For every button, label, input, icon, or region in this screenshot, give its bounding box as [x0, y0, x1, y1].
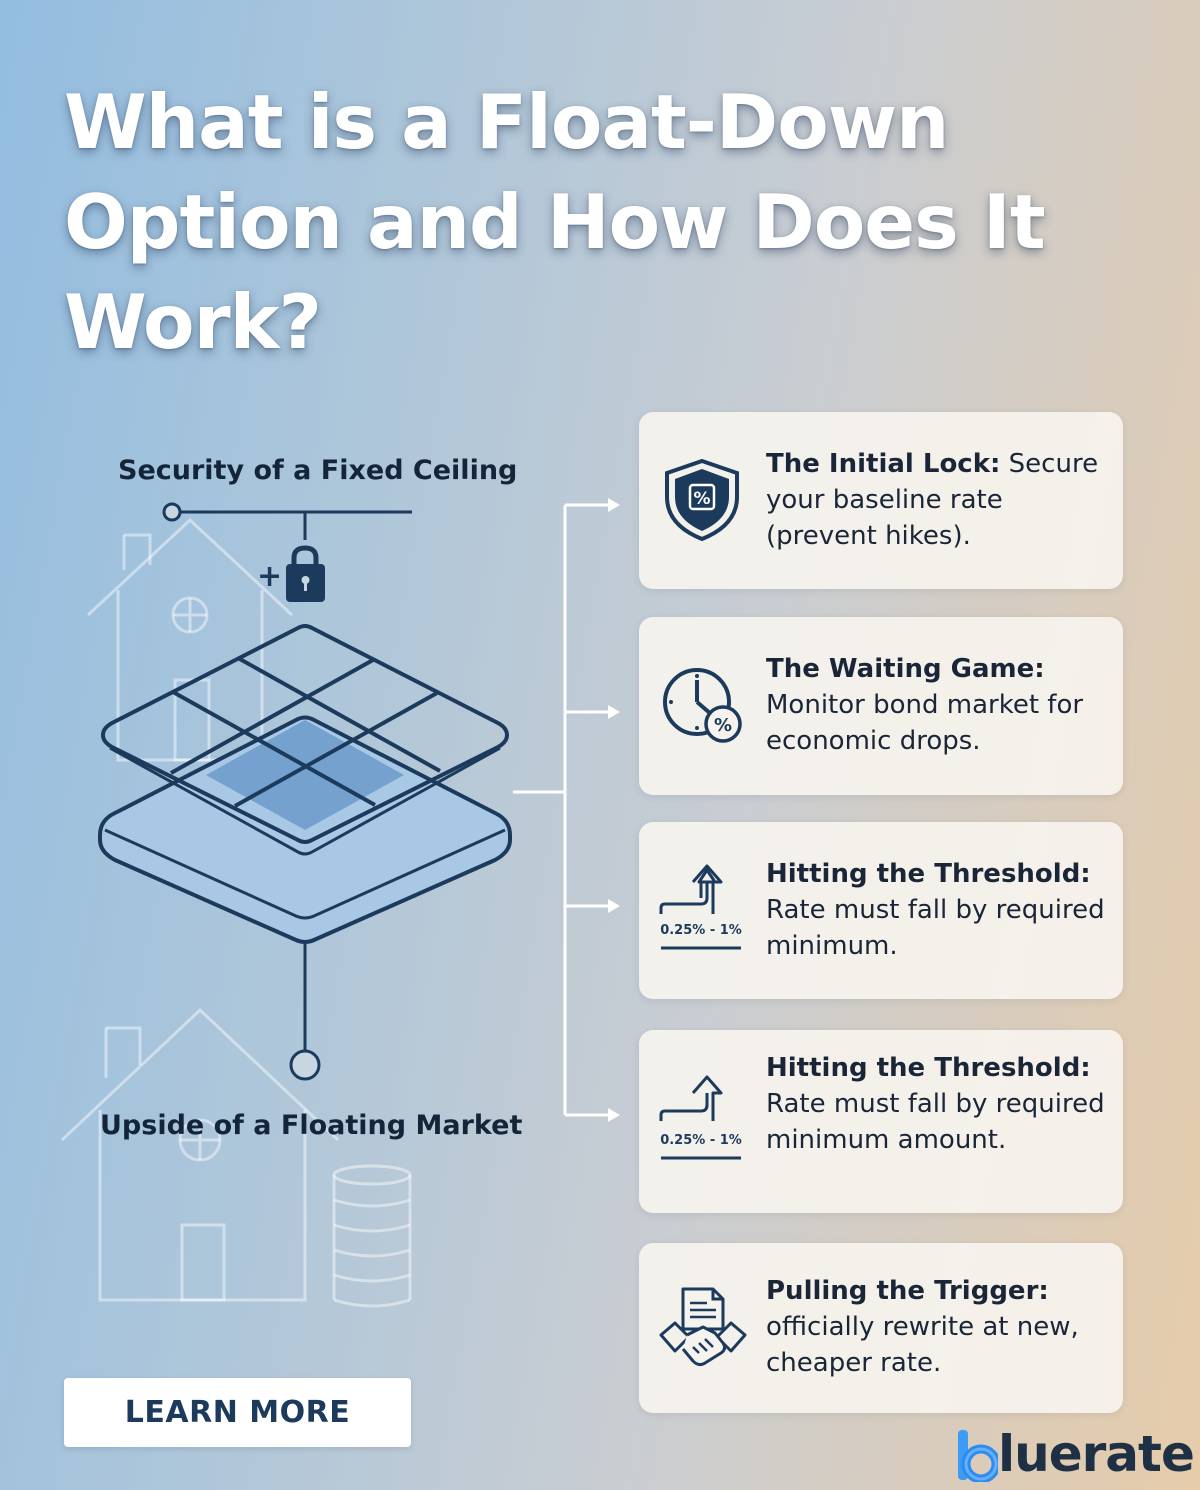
step-card-pulling-trigger: Pulling the Trigger: officially rewrite …: [639, 1243, 1123, 1413]
background-coin-stack-icon: [332, 1164, 412, 1308]
card-connector: [513, 503, 612, 1117]
handshake-document-icon: [659, 1287, 747, 1367]
step-heading: Pulling the Trigger:: [766, 1276, 1049, 1306]
step-text: Pulling the Trigger: officially rewrite …: [766, 1273, 1109, 1381]
step-heading: The Waiting Game:: [766, 654, 1045, 684]
shield-percent-text: %: [693, 489, 710, 509]
page-title: What is a Float-Down Option and How Does…: [64, 78, 1046, 366]
step-card-waiting-game: % The Waiting Game: Monitor bond market …: [639, 617, 1123, 795]
step-heading: The Initial Lock:: [766, 449, 1001, 479]
fixed-ceiling-label: Security of a Fixed Ceiling: [118, 455, 518, 486]
learn-more-button[interactable]: LEARN MORE: [64, 1378, 411, 1447]
logo-b-shape: [958, 1430, 998, 1482]
logo-wordmark: luerate: [998, 1425, 1195, 1483]
ceiling-line: [162, 502, 412, 540]
padlock-icon: [286, 545, 325, 602]
connector-arrowheads: [608, 498, 620, 1122]
threshold-arrow-icon: 0.25% - 1%: [659, 1075, 742, 1160]
step-body: Secure your baseline rate (prevent hikes…: [766, 449, 1099, 551]
step-text: The Initial Lock: Secure your baseline r…: [766, 446, 1109, 554]
step-card-threshold-amount: 0.25% - 1% Hitting the Threshold: Rate m…: [639, 1030, 1123, 1213]
clock-percent-icon: %: [663, 668, 742, 743]
step-body: Rate must fall by required minimum amoun…: [766, 1089, 1105, 1155]
floating-market-label: Upside of a Floating Market: [100, 1110, 523, 1141]
threshold-arrow-icon: 0.25% - 1%: [659, 864, 742, 950]
step-text: The Waiting Game: Monitor bond market fo…: [766, 651, 1109, 759]
clock-percent-text: %: [714, 715, 732, 736]
background-house-bottom-icon: [60, 1007, 340, 1302]
shield-percent-icon: %: [665, 458, 739, 542]
step-card-threshold: 0.25% - 1% Hitting the Threshold: Rate m…: [639, 822, 1123, 999]
step-text: Hitting the Threshold: Rate must fall by…: [766, 1050, 1109, 1158]
plus-sign: +: [257, 559, 282, 594]
step-card-initial-lock: % The Initial Lock: Secure your baseline…: [639, 412, 1123, 589]
logo-b-mark: b: [958, 1426, 998, 1482]
step-body: Monitor bond market for economic drops.: [766, 690, 1084, 756]
float-down-illustration: +: [60, 498, 620, 1308]
ceiling-grid: [101, 624, 509, 856]
bluerate-logo: b luerate: [958, 1422, 1195, 1483]
step-text: Hitting the Threshold: Rate must fall by…: [766, 856, 1109, 964]
floating-market-line: [289, 944, 321, 1081]
threshold-range-text: 0.25% - 1%: [660, 923, 742, 938]
step-heading: Hitting the Threshold:: [766, 1053, 1091, 1083]
threshold-range-text: 0.25% - 1%: [660, 1133, 742, 1148]
step-body: officially rewrite at new, cheaper rate.: [766, 1312, 1079, 1378]
step-heading: Hitting the Threshold:: [766, 859, 1091, 889]
step-body: Rate must fall by required minimum.: [766, 895, 1105, 961]
